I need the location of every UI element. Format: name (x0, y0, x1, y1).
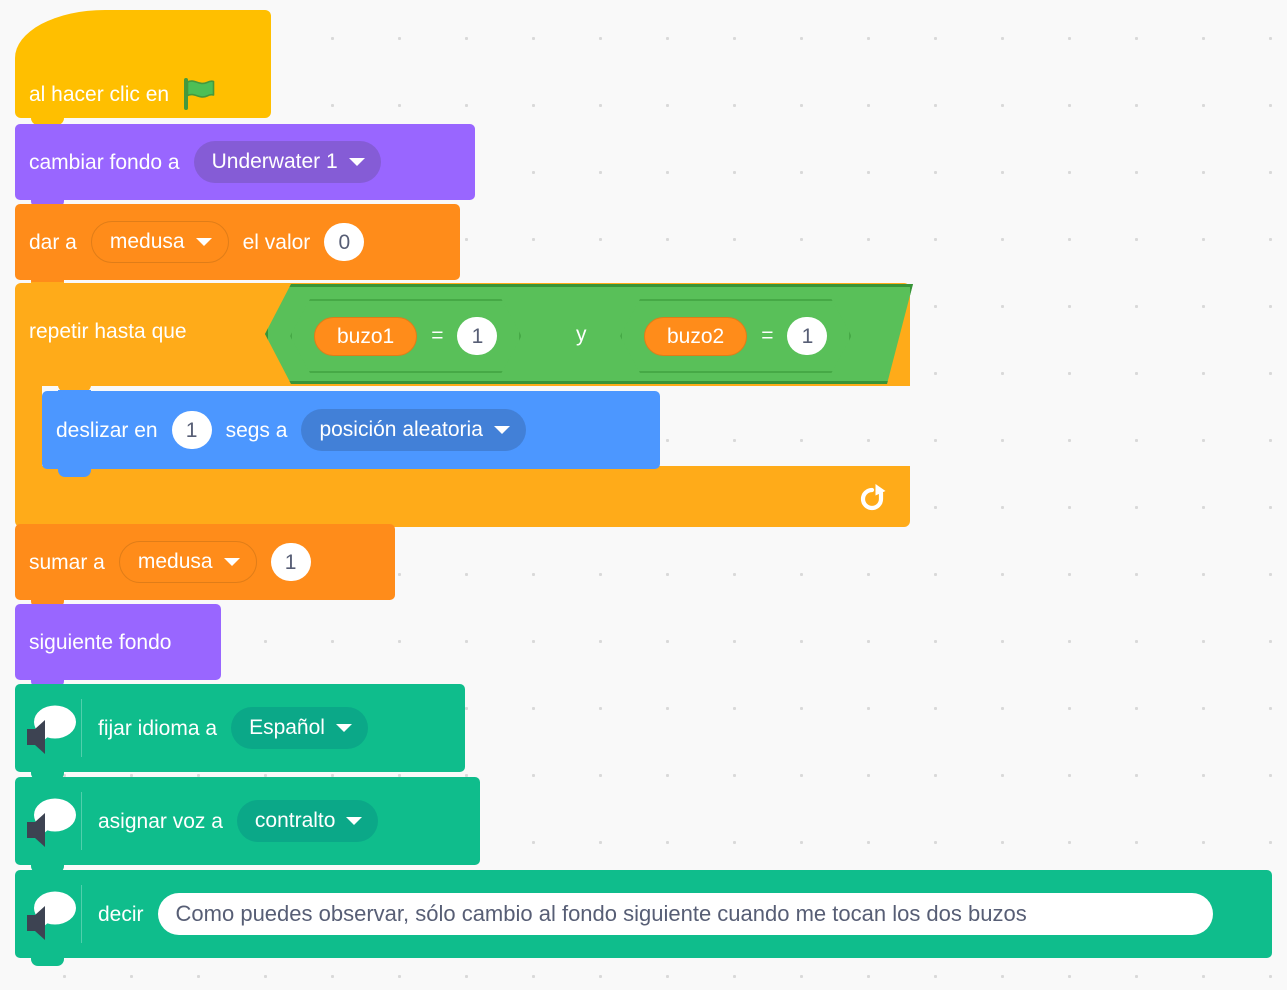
voice-dropdown[interactable]: contralto (236, 800, 379, 842)
block-change-variable[interactable]: sumar a medusa 1 (15, 523, 395, 608)
tts-divider (81, 885, 82, 943)
set-variable-value-input[interactable]: 0 (324, 223, 365, 261)
loop-arrow-icon (854, 479, 888, 513)
glide-target-dropdown[interactable]: posición aleatoria (301, 409, 526, 451)
glide-bottom-bump (58, 468, 91, 477)
glide-label-before: deslizar en (56, 418, 158, 442)
operator-and[interactable]: buzo1 = 1 y buzo2 = 1 (265, 284, 913, 384)
speak-label: decir (98, 902, 144, 926)
speech-speaker-icon (15, 870, 81, 958)
when-flag-clicked-label: al hacer clic en (29, 82, 170, 106)
repeat-until-label: repetir hasta que (29, 320, 187, 343)
language-dropdown[interactable]: Español (231, 707, 368, 749)
chevron-down-icon (195, 238, 212, 246)
glide-target-value: posición aleatoria (319, 418, 483, 441)
equals-sign-right: = (761, 324, 774, 347)
green-flag-icon (181, 78, 217, 110)
variable-dropdown-change-value: medusa (137, 550, 213, 573)
tts-divider (81, 792, 82, 850)
set-language-content: fijar idioma a Español (82, 707, 384, 749)
variable-dropdown-change[interactable]: medusa (118, 541, 257, 583)
tts-divider (81, 699, 82, 757)
equals-left-value[interactable]: 1 (457, 317, 497, 355)
set-variable-label-before: dar a (29, 230, 77, 254)
set-voice-label: asignar voz a (98, 809, 223, 833)
glide-top-notch (58, 390, 91, 399)
speak-text-input[interactable]: Como puedes observar, sólo cambio al fon… (157, 893, 1213, 935)
chevron-down-icon (346, 817, 363, 825)
block-set-variable[interactable]: dar a medusa el valor 0 (15, 203, 460, 288)
operator-equals-left[interactable]: buzo1 = 1 (290, 299, 521, 373)
variable-dropdown-set-value: medusa (109, 230, 185, 253)
voice-dropdown-value: contralto (254, 809, 336, 832)
repeat-bottom-bar (15, 466, 910, 527)
backdrop-dropdown-value: Underwater 1 (211, 150, 338, 173)
language-dropdown-value: Español (249, 716, 325, 739)
set-voice-content: asignar voz a contralto (82, 800, 394, 842)
glide-seconds-input[interactable]: 1 (171, 411, 212, 449)
variable-buzo2[interactable]: buzo2 (644, 317, 747, 356)
speech-speaker-icon (15, 684, 81, 772)
repeat-inner-notch (58, 383, 91, 392)
block-repeat-until[interactable]: repetir hasta que buzo1 = 1 y buzo2 = 1 … (15, 282, 913, 534)
equals-right-value[interactable]: 1 (787, 317, 827, 355)
set-variable-label-after: el valor (242, 230, 311, 254)
block-set-language[interactable]: fijar idioma a Español (15, 683, 465, 780)
switch-backdrop-label: cambiar fondo a (29, 150, 180, 174)
hat-content: al hacer clic en (29, 78, 217, 110)
glide-label-middle: segs a (225, 418, 288, 442)
block-when-flag-clicked[interactable]: al hacer clic en (15, 10, 271, 125)
change-variable-label: sumar a (29, 550, 105, 574)
set-language-label: fijar idioma a (98, 716, 218, 740)
chevron-down-icon (348, 158, 365, 166)
equals-sign-left: = (431, 324, 444, 347)
chevron-down-icon (223, 558, 240, 566)
hat-bottom-bump (31, 116, 64, 125)
chevron-down-icon (335, 724, 352, 732)
block-switch-backdrop[interactable]: cambiar fondo a Underwater 1 (15, 123, 475, 208)
repeat-left-arm (15, 383, 42, 469)
speech-speaker-icon (15, 777, 81, 865)
block-glide-to[interactable]: deslizar en 1 segs a posición aleatoria (42, 390, 660, 477)
hat-body-shape (15, 58, 271, 118)
operator-equals-right[interactable]: buzo2 = 1 (620, 299, 851, 373)
variable-buzo1[interactable]: buzo1 (314, 317, 417, 356)
block-speak[interactable]: decir Como puedes observar, sólo cambio … (15, 869, 1272, 966)
next-backdrop-label: siguiente fondo (29, 630, 172, 654)
block-next-backdrop[interactable]: siguiente fondo (15, 603, 221, 688)
block-set-voice[interactable]: asignar voz a contralto (15, 776, 480, 873)
backdrop-dropdown[interactable]: Underwater 1 (193, 141, 381, 183)
and-operator-label: y (576, 323, 587, 346)
speak-content: decir Como puedes observar, sólo cambio … (82, 893, 1229, 935)
variable-dropdown-set[interactable]: medusa (90, 221, 229, 263)
change-variable-amount-input[interactable]: 1 (270, 543, 311, 581)
chevron-down-icon (493, 426, 510, 434)
